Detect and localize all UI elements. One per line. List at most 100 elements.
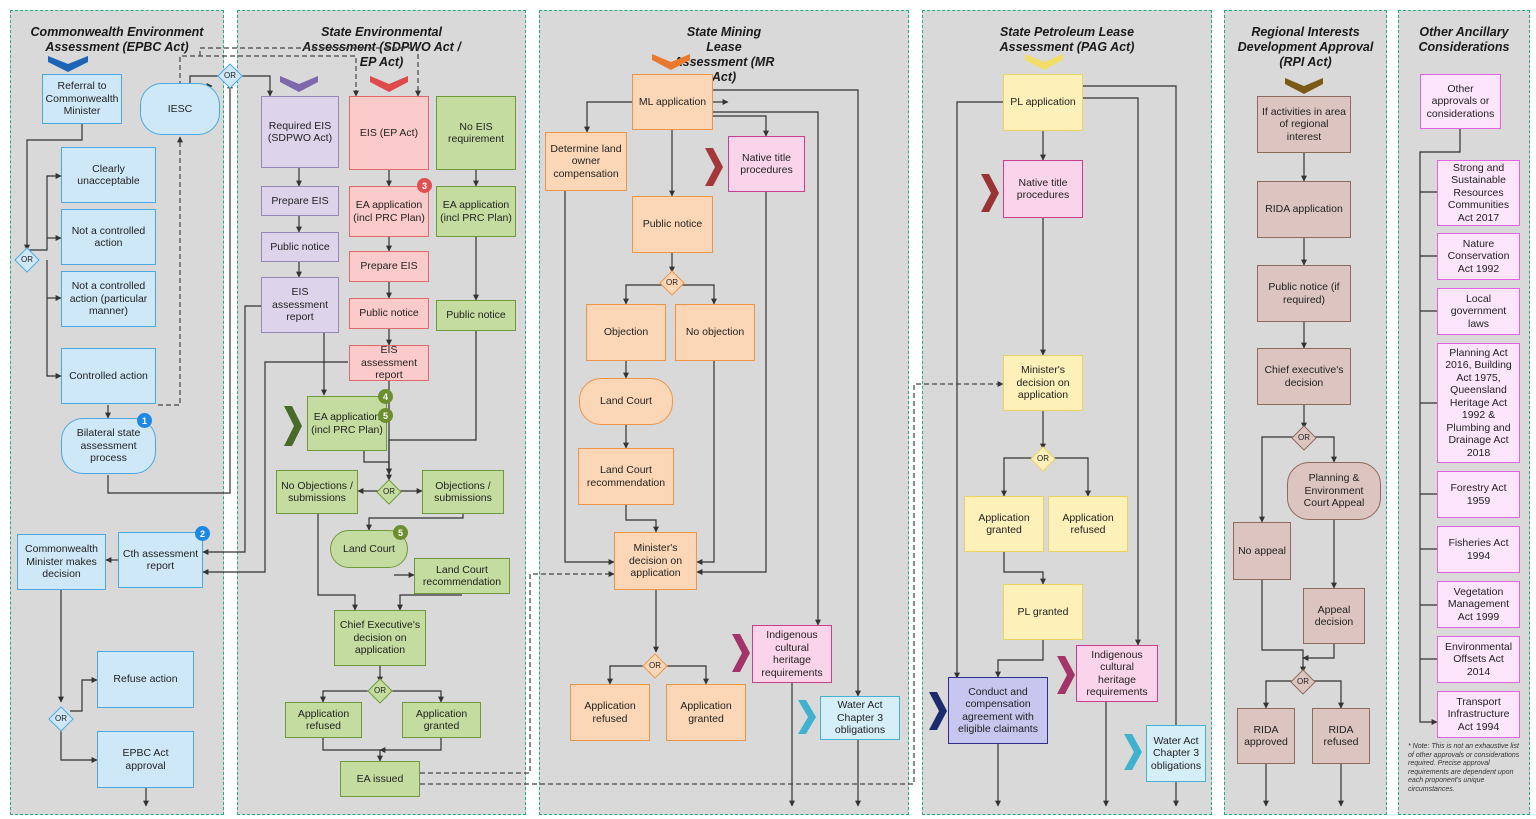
- mr-line-ml-landowner: [584, 101, 632, 133]
- appeal-decision-box: Appeal decision: [1303, 588, 1365, 644]
- native-title-box: Native title procedures: [1003, 160, 1083, 218]
- rida-application-box: RIDA application: [1257, 181, 1351, 238]
- chevron-right-icon: [929, 692, 947, 730]
- indigenous-heritage-box: Indigenous cultural heritage requirement…: [1076, 645, 1158, 702]
- chevron-right-icon: [981, 174, 999, 212]
- dash-iesc-bilateral: [158, 136, 183, 406]
- epbc-line-or-approval: [60, 728, 98, 763]
- rpi-line-or-appeal: [1314, 436, 1337, 463]
- minister-decision-box: Minister's decision on application: [1003, 355, 1083, 411]
- chevron-right-icon: [732, 634, 750, 672]
- public-notice-box: Public notice: [261, 232, 339, 262]
- lane-title-other: Other Ancillary Considerations: [1418, 25, 1510, 54]
- pag-line-pl-conduct: [954, 101, 1003, 679]
- sdpwo-line-report2-cth: [202, 361, 348, 575]
- indigenous-heritage-box: Indigenous cultural heritage requirement…: [752, 625, 832, 683]
- local-govt-box: Local government laws: [1437, 288, 1520, 335]
- mr-line-ml-water: [713, 89, 861, 697]
- application-refused-box: Application refused: [285, 702, 362, 738]
- controlled-action-box: Controlled action: [61, 348, 156, 404]
- sdpwo-line-obj-lc: [366, 514, 464, 531]
- dash-iesc-top: [179, 55, 359, 97]
- vegetation-act-box: Vegetation Management Act 1999: [1437, 581, 1520, 628]
- land-court-rec-box: Land Court recommendation: [578, 448, 674, 505]
- objection-box: Objection: [586, 304, 666, 361]
- application-refused-box: Application refused: [1048, 496, 1128, 552]
- epbc-line-or-to-required: [238, 75, 273, 97]
- chevron-right-icon: [705, 148, 723, 186]
- badge-4: 4: [378, 389, 393, 404]
- mr-line-rec-minister: [625, 505, 659, 533]
- or-label: OR: [666, 278, 678, 287]
- chevron-down-icon: [1285, 78, 1323, 94]
- or-label: OR: [1298, 433, 1310, 442]
- chevron-right-icon: [284, 406, 302, 446]
- mr-line-or-obj: [623, 284, 662, 305]
- not-controlled-pm-box: Not a controlled action (particular mann…: [61, 271, 156, 327]
- ea-application-box: EA application (incl PRC Plan): [349, 186, 429, 237]
- native-title-box: Native title procedures: [728, 136, 805, 192]
- pag-line-pl-water: [1083, 85, 1179, 735]
- application-granted-box: Application granted: [666, 684, 746, 741]
- conduct-compensation-box: Conduct and compensation agreement with …: [948, 677, 1048, 744]
- badge-5: 5: [393, 525, 408, 540]
- cth-minister-box: Commonwealth Minister makes decision: [17, 534, 106, 590]
- iesc-box: IESC: [140, 83, 220, 135]
- no-eis-box: No EIS requirement: [436, 96, 516, 170]
- lane-title-pag: State Petroleum Lease Assessment (PAG Ac…: [999, 25, 1135, 54]
- rpi-line-noappeal-or: [1261, 580, 1306, 673]
- pag-line-or-refused: [1053, 457, 1091, 497]
- nature-conservation-box: Nature Conservation Act 1992: [1437, 233, 1520, 280]
- ssrc-act-box: Strong and Sustainable Resources Communi…: [1437, 160, 1520, 226]
- rpi-line-decision-or: [1302, 644, 1335, 661]
- pec-appeal-box: Planning & Environment Court Appeal: [1287, 462, 1381, 520]
- sdpwo-line-rec-ce: [397, 594, 462, 611]
- minister-decision-box: Minister's decision on application: [614, 532, 697, 590]
- ea-application-box: EA application (incl PRC Plan): [307, 396, 387, 451]
- mr-line-landowner-minister: [564, 191, 615, 565]
- refuse-action-box: Refuse action: [97, 651, 194, 708]
- lane-title-mr: State Mining Lease Assessment (MR Act): [673, 25, 775, 84]
- public-notice-box: Public notice: [349, 298, 429, 329]
- pag-line-pl-conduct2: [995, 640, 1044, 678]
- epbc-line-to-clearly: [27, 173, 62, 251]
- lane-title-epbc: Commonwealth Environment Assessment (EPB…: [30, 25, 204, 54]
- mr-line-native-minister: [696, 192, 767, 575]
- referral-box: Referral to Commonwealth Minister: [42, 74, 122, 124]
- bilateral-box: Bilateral state assessment process: [61, 418, 156, 474]
- epbc-approval-box: EPBC Act approval: [97, 731, 194, 788]
- fisheries-act-box: Fisheries Act 1994: [1437, 526, 1520, 573]
- chevron-down-icon: [1025, 54, 1063, 70]
- or-label: OR: [383, 487, 395, 496]
- other-approvals-box: Other approvals or considerations: [1420, 74, 1501, 129]
- sdpwo-line-refused-issued: [322, 738, 383, 762]
- eis-ep-box: EIS (EP Act): [349, 96, 429, 170]
- planning-act-box: Planning Act 2016, Building Act 1975, Qu…: [1437, 343, 1520, 463]
- disclaimer-note: * Note: This is not an exhaustive list o…: [1408, 743, 1520, 793]
- sdpwo-line-ea2-or: [363, 451, 392, 475]
- no-appeal-box: No appeal: [1233, 522, 1291, 580]
- chevron-down-icon: [280, 76, 318, 92]
- required-eis-box: Required EIS (SDPWO Act): [261, 96, 339, 168]
- other-line-spine: [1419, 129, 1461, 725]
- chevron-down-icon: [370, 76, 408, 92]
- application-refused-box: Application refused: [570, 684, 650, 741]
- dash-ea-pag: [420, 381, 1004, 785]
- dash-top-eis: [199, 47, 421, 97]
- clearly-unacceptable-box: Clearly unacceptable: [61, 147, 156, 203]
- or-label: OR: [374, 686, 386, 695]
- pl-application-box: PL application: [1003, 74, 1083, 131]
- mr-line-or-refused: [607, 665, 646, 685]
- eis-report-box: EIS assessment report: [261, 277, 339, 333]
- sdpwo-line-or-granted: [390, 690, 444, 703]
- mr-line-noobj-minister: [696, 361, 715, 565]
- eis-report-box: EIS assessment report: [349, 345, 429, 381]
- application-granted-box: Application granted: [964, 496, 1044, 552]
- mr-line-ml-indigenous: [713, 111, 821, 626]
- epbc-line-referral-or: [24, 124, 83, 251]
- no-objection-box: No objection: [675, 304, 755, 361]
- chevron-right-icon: [1124, 734, 1142, 770]
